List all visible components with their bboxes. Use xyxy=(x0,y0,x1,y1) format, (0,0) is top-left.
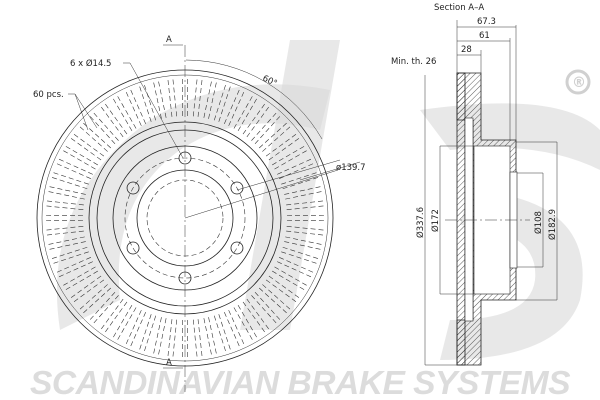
bolt-hole xyxy=(230,241,244,255)
dim-center-bore: Ø108 xyxy=(533,211,544,234)
section-a-a-view: Section A–A 67.3 61 28 Min. th. 26 Ø337.… xyxy=(391,3,558,366)
dim-172: Ø172 xyxy=(430,209,441,232)
vent-slot xyxy=(139,84,157,122)
dim-outer-diameter: Ø337.6 xyxy=(415,207,426,238)
vent-slot xyxy=(56,158,93,179)
vent-slot xyxy=(242,298,269,333)
vent-slot xyxy=(46,225,84,236)
vent-slot xyxy=(63,146,99,170)
vent-slot xyxy=(48,236,86,250)
vent-slot xyxy=(153,317,167,355)
dim-thickness: 28 xyxy=(461,45,472,55)
vent-slot xyxy=(167,319,178,357)
vent-slot xyxy=(271,146,307,170)
vent-slot xyxy=(251,291,281,324)
vent-slot xyxy=(258,284,291,314)
section-marker-bottom: A xyxy=(166,358,172,368)
vent-slot xyxy=(79,122,112,152)
vent-slot xyxy=(277,158,314,179)
vent-slot xyxy=(284,236,322,250)
disc-front-view: A A 60° 6 x Ø14.5 60 pcs. ø139.7 xyxy=(33,35,366,392)
vent-slot xyxy=(286,215,324,221)
vent-slot xyxy=(271,266,307,290)
bolt-hole xyxy=(126,241,140,255)
vent-slot xyxy=(70,134,105,161)
vent-slot xyxy=(46,215,84,221)
vent-slot xyxy=(51,172,89,190)
vent-slot xyxy=(277,257,314,278)
vent-slot xyxy=(203,317,217,355)
vent-slot xyxy=(213,314,231,352)
vent-slot xyxy=(113,304,137,340)
vent-slot xyxy=(192,79,203,117)
vent-slot xyxy=(46,200,84,211)
vent-slot xyxy=(101,103,128,138)
vent-slot xyxy=(79,284,112,314)
section-title: Section A–A xyxy=(434,3,484,13)
vent-slot xyxy=(242,103,269,138)
vent-slot xyxy=(89,291,119,324)
vent-slot xyxy=(265,275,300,302)
vent-slot xyxy=(56,257,93,278)
sbs-watermark-logo: ® xyxy=(56,40,600,360)
vent-slot xyxy=(233,96,257,132)
vent-slot xyxy=(281,246,319,264)
vent-slot xyxy=(182,319,188,357)
vent-slot xyxy=(213,84,231,122)
vent-slot xyxy=(265,134,300,161)
vent-slot xyxy=(233,304,257,340)
vent-slot xyxy=(286,200,324,211)
vent-slot xyxy=(51,246,89,264)
vent-slot xyxy=(48,186,86,200)
vent-slot xyxy=(125,310,146,347)
vent-slot xyxy=(167,79,178,117)
vent-slot xyxy=(286,225,324,236)
bolt-hole xyxy=(126,181,140,195)
vent-slot xyxy=(153,81,167,119)
vent-slot xyxy=(139,314,157,352)
vents-count-label: 60 pcs. xyxy=(33,90,64,100)
vent-slot xyxy=(224,89,245,126)
section-marker-top: A xyxy=(166,35,172,45)
vent-slot xyxy=(63,266,99,290)
bolt-holes-label: 6 x Ø14.5 xyxy=(70,58,111,69)
vent-slot xyxy=(258,122,291,152)
vent-slot xyxy=(203,81,217,119)
vent-slot xyxy=(251,112,281,145)
registered-mark: ® xyxy=(572,75,586,91)
vent-slot xyxy=(101,298,128,333)
vent-slots xyxy=(46,79,324,357)
vent-slot xyxy=(125,89,146,126)
vent-slot xyxy=(89,112,119,145)
dim-hat-diameter: Ø182.9 xyxy=(547,209,558,240)
vent-slot xyxy=(284,186,322,200)
bolt-circle-label: ø139.7 xyxy=(336,163,366,173)
dim-overall-height: 67.3 xyxy=(477,17,496,27)
vent-slot xyxy=(281,172,319,190)
watermark-text: SCANDINAVIAN BRAKE SYSTEMS xyxy=(30,364,570,400)
vent-slot xyxy=(70,275,105,302)
vent-slot xyxy=(113,96,137,132)
vent-slot xyxy=(182,79,188,117)
vent-slot xyxy=(224,310,245,347)
dim-hat-height: 61 xyxy=(479,31,490,41)
bolt-hole xyxy=(230,181,244,195)
min-thickness-label: Min. th. 26 xyxy=(391,57,436,67)
vent-slot xyxy=(192,319,203,357)
